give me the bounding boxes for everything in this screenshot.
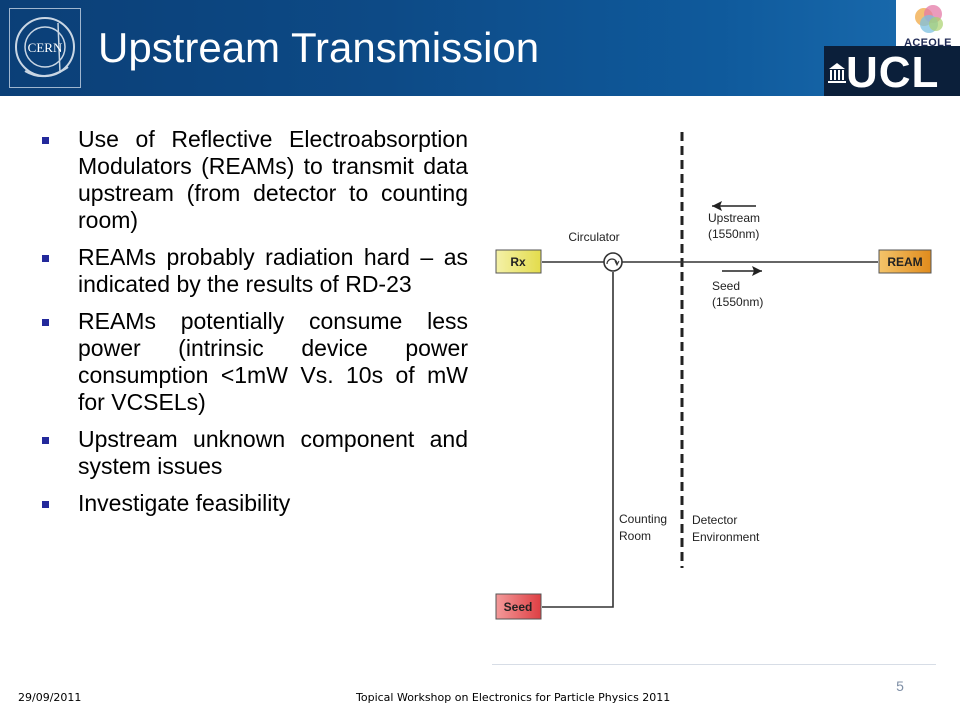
counting-room-label-line2: Room — [619, 529, 651, 543]
bullet-text: Investigate feasibility — [78, 490, 291, 516]
seed-arrow-wavelength: (1550nm) — [712, 295, 763, 309]
upstream-wavelength: (1550nm) — [708, 227, 759, 241]
bullet-square-icon — [42, 319, 49, 326]
bullet-item: Use of Reflective Electroabsorption Modu… — [38, 126, 468, 234]
ucl-logo: UCL — [824, 46, 960, 96]
cern-logo-text: CERN — [28, 40, 63, 55]
portico-icon — [828, 63, 846, 83]
footer-event-title: Topical Workshop on Electronics for Part… — [356, 691, 671, 704]
rx-label: Rx — [510, 255, 526, 269]
slide-title: Upstream Transmission — [98, 24, 540, 71]
circulator — [603, 252, 623, 272]
bullet-text: Use of Reflective Electroabsorption Modu… — [78, 126, 468, 233]
ream-label: REAM — [887, 255, 922, 269]
footer-divider — [492, 664, 936, 665]
bullet-list: Use of Reflective Electroabsorption Modu… — [38, 126, 468, 527]
bullet-square-icon — [42, 137, 49, 144]
ream-box: REAM — [878, 249, 932, 274]
bullet-text: Upstream unknown component and system is… — [78, 426, 468, 479]
bullet-square-icon — [42, 437, 49, 444]
ucl-logo-text: UCL — [846, 48, 940, 97]
upstream-arrow-icon — [712, 201, 756, 211]
seed-arrow-icon — [722, 266, 762, 276]
detector-environment-label-line1: Detector — [692, 513, 737, 527]
counting-room-label-line1: Counting — [619, 512, 667, 526]
slide-header: CERN Upstream Transmission ACEOLE UCL — [0, 0, 960, 96]
bullet-item: REAMs potentially consume less power (in… — [38, 308, 468, 416]
bullet-item: Investigate feasibility — [38, 490, 468, 517]
seed-arrow-label: Seed — [712, 279, 740, 293]
seed-box: Seed — [495, 593, 542, 620]
upstream-label: Upstream — [708, 211, 760, 225]
page-number: 5 — [896, 678, 904, 694]
fiber-seed-line — [542, 272, 614, 608]
upstream-diagram: Circulator Rx REAM Seed Upstream (1550nm… — [495, 132, 932, 620]
cern-logo: CERN — [9, 8, 81, 88]
bullet-square-icon — [42, 501, 49, 508]
seed-box-label: Seed — [504, 600, 533, 614]
bullet-text: REAMs potentially consume less power (in… — [78, 308, 468, 415]
bullet-square-icon — [42, 255, 49, 262]
aceole-logo: ACEOLE — [896, 0, 960, 52]
bullet-item: REAMs probably radiation hard – as indic… — [38, 244, 468, 298]
bullet-item: Upstream unknown component and system is… — [38, 426, 468, 480]
detector-environment-label-line2: Environment — [692, 530, 760, 544]
footer-date: 29/09/2011 — [18, 691, 82, 704]
bullet-text: REAMs probably radiation hard – as indic… — [78, 244, 468, 297]
circulator-label: Circulator — [568, 230, 619, 244]
rx-box: Rx — [495, 249, 542, 274]
